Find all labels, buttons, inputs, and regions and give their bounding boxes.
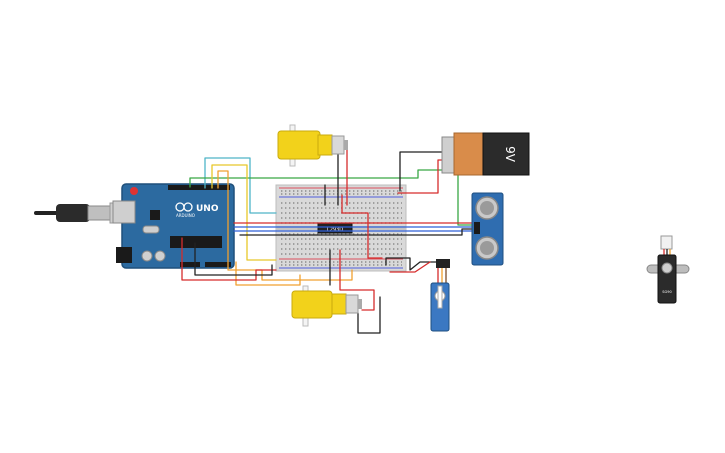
wire-red-arduino[interactable] [181, 237, 277, 281]
wires [181, 147, 473, 334]
wire-motor-bottom-red[interactable] [339, 249, 375, 311]
wire-red-chip[interactable] [341, 194, 383, 259]
wire-servo-black[interactable] [385, 257, 441, 271]
wire-battery-black[interactable] [399, 151, 443, 192]
wire-servo-red[interactable] [389, 261, 431, 273]
wire-orange-2[interactable] [235, 261, 301, 286]
arduino-sub-label: ARDUINO [176, 213, 195, 218]
arduino-brand-label: UNO [196, 204, 219, 214]
dc-motor-icon[interactable] [277, 124, 348, 167]
dc-motor-icon-bottom[interactable] [291, 285, 362, 327]
chip-label: L293D [327, 227, 343, 233]
wire-black-arduino[interactable] [194, 242, 273, 276]
wire-yellow[interactable] [211, 164, 277, 261]
servo-icon-standalone[interactable]: SG90 [646, 235, 690, 304]
breadboard[interactable] [275, 184, 407, 272]
servo-label: SG90 [662, 290, 671, 294]
battery-icon[interactable]: 9V [441, 132, 530, 176]
wire-green[interactable] [189, 169, 473, 226]
wire-cyan[interactable] [204, 157, 277, 214]
battery-label: 9V [503, 146, 517, 163]
arduino-board[interactable]: UNO ARDUINO [112, 183, 235, 269]
wire-orange[interactable] [217, 170, 353, 281]
ultrasonic-sensor-icon[interactable] [471, 192, 504, 266]
usb-cable-icon[interactable] [34, 202, 125, 224]
wire-black-signal[interactable] [239, 228, 473, 236]
servo-icon[interactable] [430, 259, 450, 332]
wire-battery-red[interactable] [397, 159, 443, 194]
wire-motor-bottom-black[interactable] [357, 296, 381, 334]
